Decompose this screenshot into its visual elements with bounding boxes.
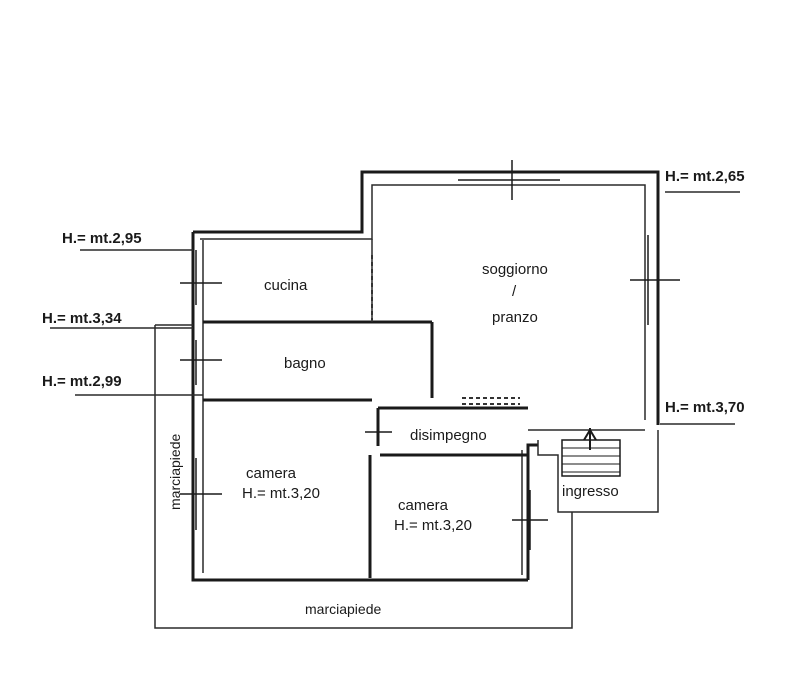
room-label-camera-1: camera bbox=[246, 465, 297, 482]
height-label-cucina: H.= mt.2,95 bbox=[62, 230, 142, 247]
windows bbox=[180, 160, 680, 550]
room-label-soggiorno: soggiorno bbox=[482, 261, 548, 278]
sidewalk-label-left: marciapiede bbox=[167, 434, 183, 510]
room-label-bagno: bagno bbox=[284, 355, 326, 372]
height-label-top-right: H.= mt.2,65 bbox=[665, 168, 745, 185]
room-label-camera-2: camera bbox=[398, 497, 449, 514]
height-label-upper-left: H.= mt.3,34 bbox=[42, 310, 122, 327]
room-label-pranzo: pranzo bbox=[492, 309, 538, 326]
openings bbox=[371, 255, 520, 405]
entry-stairs bbox=[561, 428, 621, 477]
room-label-separator: / bbox=[512, 283, 517, 300]
room-label-ingresso: ingresso bbox=[562, 483, 619, 500]
outer-walls bbox=[191, 170, 660, 582]
height-label-lower-left: H.= mt.2,99 bbox=[42, 373, 122, 390]
room-label-camera-1-height: H.= mt.3,20 bbox=[242, 485, 320, 502]
sidewalk-outline bbox=[154, 324, 573, 629]
sidewalk-label-bottom: marciapiede bbox=[305, 601, 381, 617]
room-label-disimpegno: disimpegno bbox=[410, 427, 487, 444]
height-leaders bbox=[50, 191, 740, 425]
room-label-camera-2-height: H.= mt.3,20 bbox=[394, 517, 472, 534]
room-label-cucina: cucina bbox=[264, 277, 308, 294]
height-label-right: H.= mt.3,70 bbox=[665, 399, 745, 416]
